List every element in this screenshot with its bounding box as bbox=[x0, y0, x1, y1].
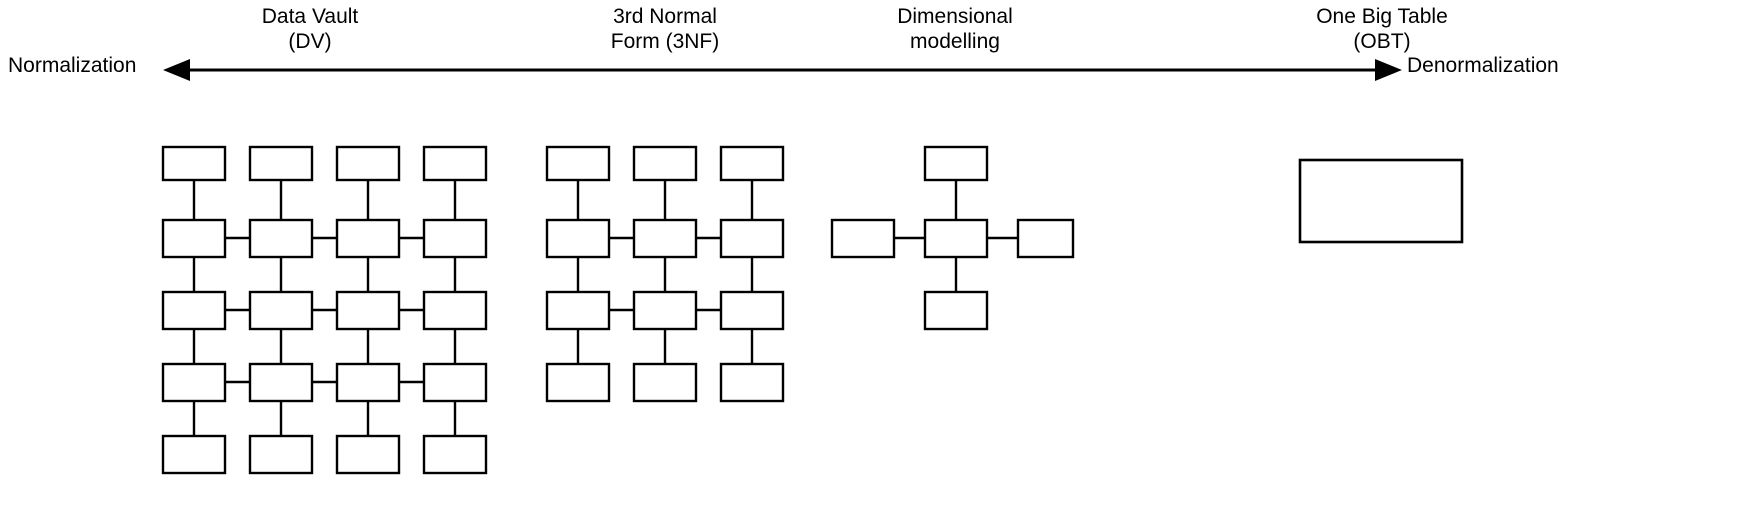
node-box bbox=[335, 218, 401, 259]
node-box bbox=[545, 290, 611, 331]
node-box bbox=[422, 145, 488, 182]
node-box bbox=[830, 218, 896, 259]
node-box bbox=[335, 290, 401, 331]
node-box bbox=[923, 218, 989, 259]
node-box bbox=[422, 434, 488, 475]
axis-label-normalization: Normalization bbox=[8, 54, 137, 77]
column-title-dimensional-modelling: Dimensional modelling bbox=[897, 5, 1013, 53]
spectrum-arrow bbox=[163, 59, 1402, 81]
axis-label-denormalization: Denormalization bbox=[1407, 54, 1559, 77]
one-big-table-box bbox=[1298, 158, 1464, 244]
node-box bbox=[248, 290, 314, 331]
model-data-vault bbox=[161, 145, 488, 475]
node-box bbox=[248, 362, 314, 403]
node-box bbox=[335, 362, 401, 403]
node-box bbox=[248, 218, 314, 259]
node-box bbox=[422, 218, 488, 259]
node-box bbox=[719, 145, 785, 182]
node-box bbox=[719, 362, 785, 403]
model-one-big-table bbox=[1298, 158, 1464, 244]
node-box bbox=[422, 290, 488, 331]
node-box bbox=[632, 362, 698, 403]
node-box bbox=[335, 434, 401, 475]
node-box bbox=[632, 218, 698, 259]
node-box bbox=[545, 362, 611, 403]
node-box bbox=[545, 145, 611, 182]
node-box bbox=[161, 362, 227, 403]
node-box bbox=[545, 218, 611, 259]
node-box bbox=[632, 290, 698, 331]
arrowhead-left bbox=[163, 59, 190, 81]
model-dimensional bbox=[830, 145, 1075, 331]
node-box bbox=[719, 218, 785, 259]
node-box bbox=[161, 290, 227, 331]
node-box bbox=[719, 290, 785, 331]
node-box bbox=[161, 218, 227, 259]
column-title-data-vault: Data Vault (DV) bbox=[261, 5, 359, 53]
node-box bbox=[923, 290, 989, 331]
node-box bbox=[248, 145, 314, 182]
node-box bbox=[923, 145, 989, 182]
arrowhead-right bbox=[1375, 59, 1402, 81]
node-box bbox=[632, 145, 698, 182]
node-box bbox=[248, 434, 314, 475]
column-title-one-big-table: One Big Table (OBT) bbox=[1316, 5, 1448, 53]
column-title-third-normal-form: 3rd Normal Form (3NF) bbox=[610, 5, 720, 53]
node-box bbox=[161, 145, 227, 182]
node-box bbox=[335, 145, 401, 182]
node-box bbox=[1016, 218, 1075, 259]
node-box bbox=[161, 434, 227, 475]
node-box bbox=[422, 362, 488, 403]
model-third-normal-form bbox=[545, 145, 785, 403]
